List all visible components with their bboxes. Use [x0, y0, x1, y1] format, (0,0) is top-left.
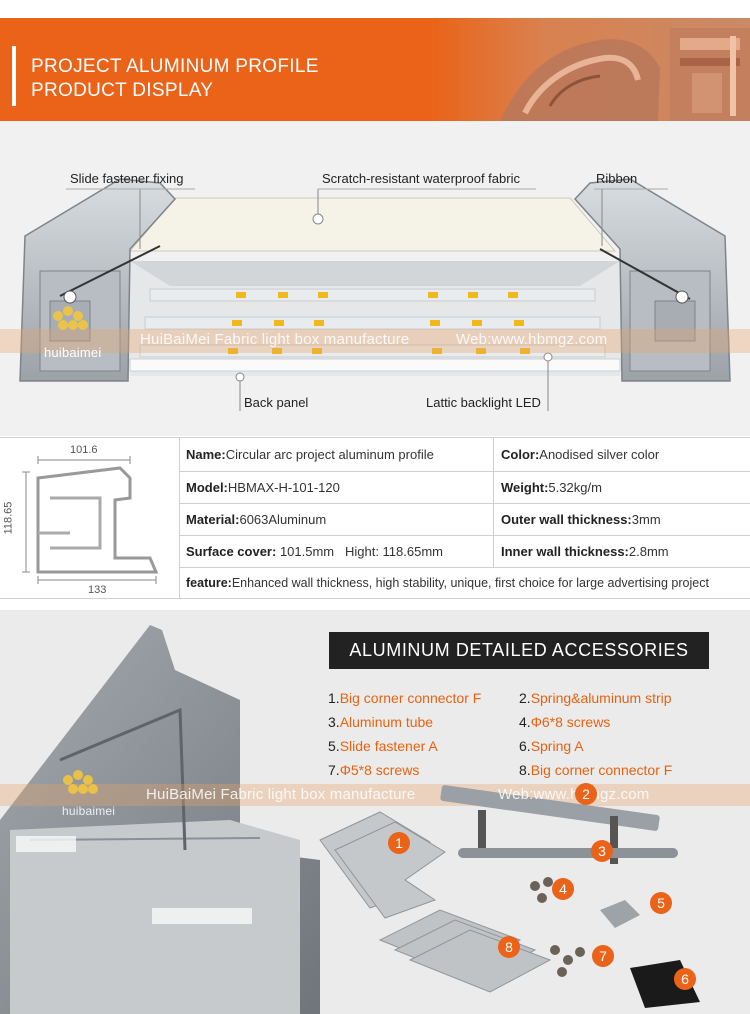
cross-section-drawing	[0, 178, 750, 411]
spec-material: Material:6063Aluminum	[186, 511, 327, 527]
profile-dimension-drawing: 101.6 118.65 133	[0, 438, 180, 599]
watermark-text: HuiBaiMei Fabric light box manufacture	[140, 331, 410, 348]
accessory-item-7: 7.Φ5*8 screws	[328, 762, 420, 778]
profile-section-icon	[22, 456, 159, 584]
callout-slide-fastener: Slide fastener fixing	[70, 171, 184, 186]
callout-ribbon: Ribbon	[596, 171, 638, 186]
accessory-item-5: 5.Slide fastener A	[328, 738, 438, 754]
spec-row-divider	[180, 535, 750, 536]
dim-height: 118.65	[2, 501, 15, 535]
dim-width-top: 101.6	[70, 444, 98, 456]
spec-row-divider	[180, 567, 750, 568]
spec-feature: feature:Enhanced wall thickness, high st…	[186, 576, 709, 590]
light-box-cross-section: Slide fastener fixing Scratch-resistant …	[0, 121, 750, 436]
accessory-item-2: 2.Spring&aluminum strip	[519, 690, 672, 706]
badge-5: 5	[650, 892, 672, 914]
spec-row-divider	[180, 471, 750, 472]
accessory-item-1: 1.Big corner connector F	[328, 690, 482, 706]
spec-name: Name:Circular arc project aluminum profi…	[186, 447, 434, 462]
header-banner: PROJECT ALUMINUM PROFILE PRODUCT DISPLAY	[0, 18, 750, 121]
badge-7: 7	[592, 945, 614, 967]
banner-title-line2: PRODUCT DISPLAY	[31, 80, 214, 101]
banner-title: PROJECT ALUMINUM PROFILE PRODUCT DISPLAY	[31, 55, 319, 103]
spec-color: Color:Anodised silver color	[501, 447, 660, 462]
banner-title-line1: PROJECT ALUMINUM PROFILE	[31, 56, 319, 77]
spec-weight: Weight:5.32kg/m	[501, 479, 602, 495]
spec-divider	[493, 438, 494, 567]
accessory-item-8: 8.Big corner connector F	[519, 762, 673, 778]
accessory-item-6: 6.Spring A	[519, 738, 584, 754]
badge-1: 1	[388, 832, 410, 854]
accessories-logo-text: huibaimei	[62, 804, 116, 818]
accessories-title: ALUMINUM DETAILED ACCESSORIES	[329, 632, 709, 669]
spec-outer-wall: Outer wall thickness:3mm	[501, 511, 661, 527]
spec-model: Model:HBMAX-H-101-120	[186, 479, 340, 495]
banner-product-photo	[430, 18, 750, 121]
badge-3: 3	[591, 840, 613, 862]
spec-table: 101.6 118.65 133 Name:Circular arc proje…	[0, 437, 750, 599]
accessories-photo	[0, 625, 750, 1014]
watermark-web: Web:www.hbmgz.com	[456, 331, 608, 348]
accessories-section: ALUMINUM DETAILED ACCESSORIES 1.Big corn…	[0, 610, 750, 1014]
badge-8: 8	[498, 936, 520, 958]
callout-led: Lattic backlight LED	[426, 395, 541, 410]
accessory-item-4: 4.Φ6*8 screws	[519, 714, 611, 730]
spec-row-divider	[180, 503, 750, 504]
badge-2: 2	[575, 783, 597, 805]
banner-accent-bar	[12, 46, 16, 106]
badge-4: 4	[552, 878, 574, 900]
dim-width-bottom: 133	[88, 584, 107, 596]
accessories-watermark-web: Web:www.hbmgz.com	[498, 786, 650, 803]
badge-6: 6	[674, 968, 696, 990]
logo-text: huibaimei	[44, 345, 102, 360]
spec-inner-wall: Inner wall thickness:2.8mm	[501, 543, 669, 559]
spec-surface-cover: Surface cover: 101.5mm Hight: 118.65mm	[186, 543, 443, 559]
callout-fabric: Scratch-resistant waterproof fabric	[322, 171, 520, 186]
accessory-item-3: 3.Aluminum tube	[328, 714, 434, 730]
accessories-watermark-text: HuiBaiMei Fabric light box manufacture	[146, 786, 416, 803]
callout-back-panel: Back panel	[244, 395, 309, 410]
